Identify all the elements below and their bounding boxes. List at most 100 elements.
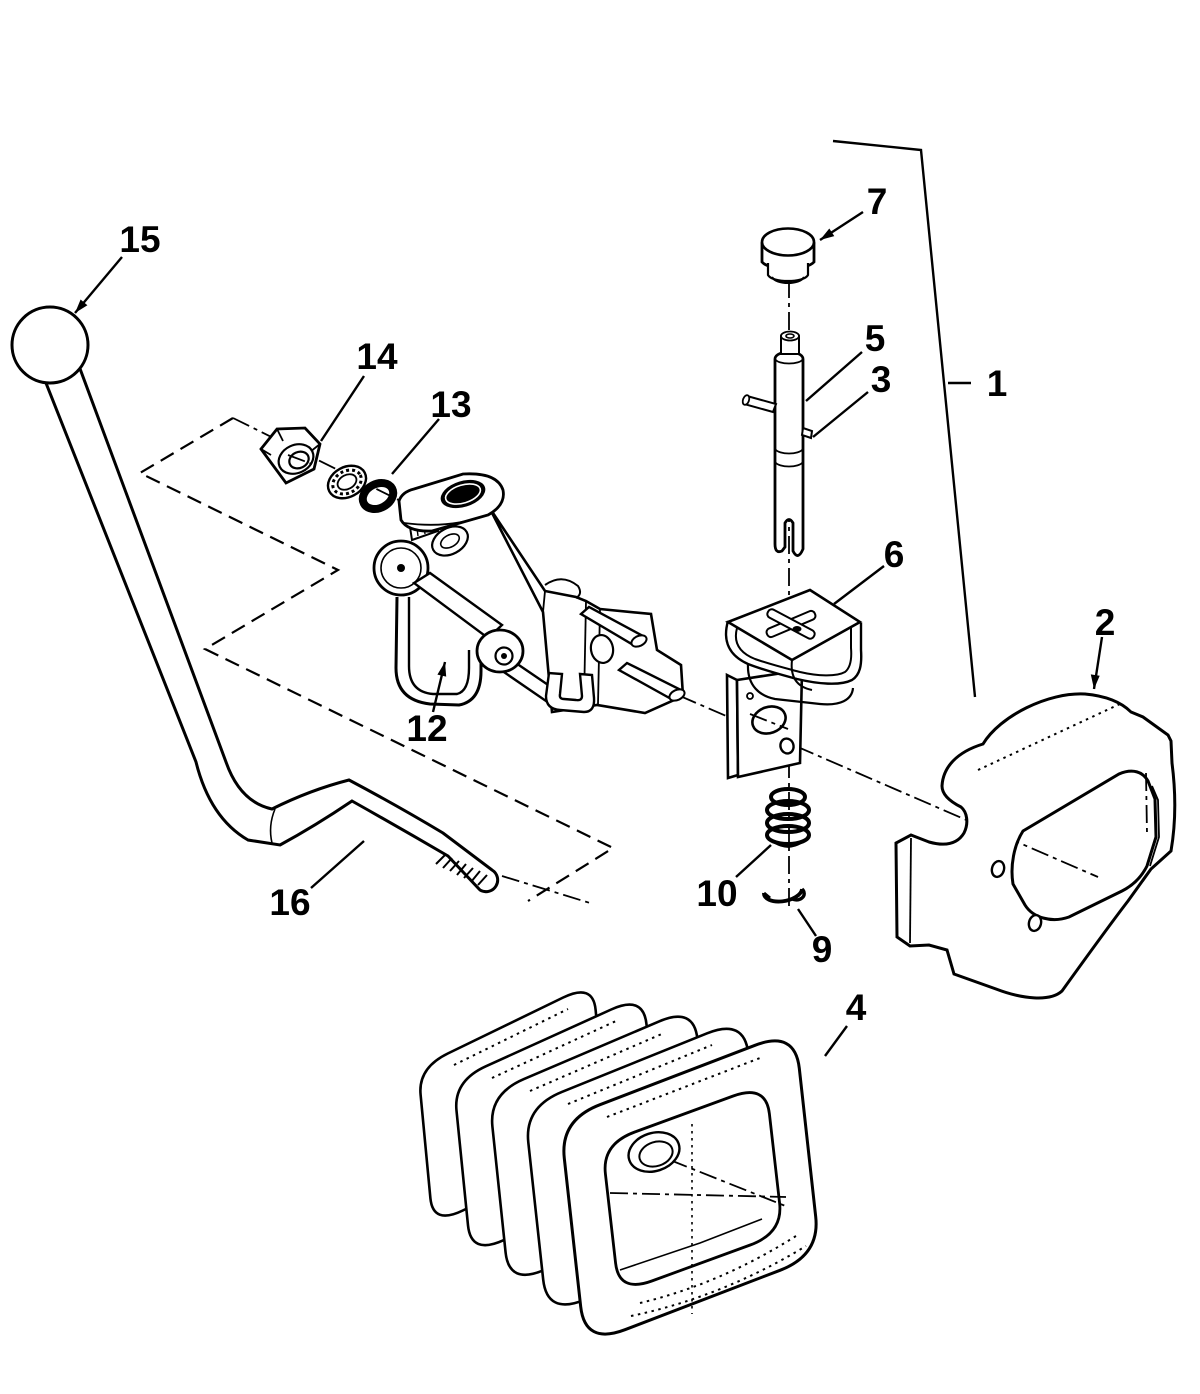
callout-label-10: 10 [696,873,737,914]
cap-skirt-step [771,276,805,284]
side-plate-bend-line [977,702,1123,771]
nut-bore-axis [287,454,313,465]
lock-washer [326,464,368,500]
o-ring [358,479,398,513]
callout-leaders [74,139,1104,1057]
side-plate-hole-upper [990,859,1006,879]
clip-nut-band-inner [735,627,853,677]
callout-label-16: 16 [269,882,310,923]
side-plate-fold-axis [1145,772,1148,835]
side-plate-body [894,692,1177,1000]
lock-clip-hook [789,887,806,902]
callout-label-14: 14 [356,336,398,377]
cross-slot-arm-2 [766,608,816,640]
spring-coil-1 [769,787,807,807]
boot-inner-shading-1 [639,1235,797,1304]
rubber-boot [419,991,818,1336]
boot-interior-diag [669,1159,789,1208]
washer-serration [331,468,363,496]
spring-tail [774,840,802,848]
anchor-bracket-hole-axis [749,713,789,730]
side-plate [894,692,1177,1000]
shaft-nub-rim [780,330,800,342]
flange-lock-nut [259,426,322,485]
callout-label-9: 9 [812,929,833,970]
callout-label-13: 13 [430,384,471,425]
leader-14 [319,375,366,442]
bracket-fold-1 [542,590,546,613]
leader-5 [805,351,863,402]
leader-6 [833,565,885,605]
anchor-bracket-dimple [746,692,754,700]
leader-10 [735,844,772,878]
callout-label-4: 4 [846,987,867,1028]
pivot-washer-center [397,564,405,572]
pin-to-plate-axis [649,682,1099,878]
leader-3 [812,391,869,438]
clevis-pin-center [501,653,507,659]
shaft-top-rim [774,358,804,365]
cross-pin-upper-end [630,634,648,648]
callout-label-12: 12 [406,708,447,749]
boot-floor-edge [619,1218,763,1271]
bracket-oval-hole [589,633,615,665]
shaft-collar-line-2 [774,461,804,468]
leader-16 [310,840,365,889]
ball-knob [10,305,90,385]
clip-nut-cross-slot [765,608,817,640]
side-plate-edge-thickness [1149,785,1160,867]
callout-label-7: 7 [867,181,888,222]
pivot-cone-inner [439,533,461,549]
bracket-u-loop-outer [394,596,483,707]
boot-inner-shading-2 [630,1245,807,1317]
lever-bend-hidden-line [269,808,276,844]
side-plate-tab-fold [909,837,912,944]
cap-top-face [760,227,816,257]
lock-clip-ring [762,888,804,904]
side-plate-hole-lower [1027,913,1043,933]
callout-label-6: 6 [884,534,905,575]
callout-label-1: 1 [987,363,1008,404]
anchor-bracket [725,668,804,780]
boot-interior-hline [609,1192,787,1198]
lock-clip-end [763,891,771,900]
spring-coil-2 [765,799,811,821]
callout-labels: 15 14 13 12 16 7 5 3 1 6 2 10 9 4 [119,181,1115,1028]
pivot-arm [411,571,504,640]
boot-back-hole-inner [638,1140,674,1168]
washer-inner [336,473,358,491]
roll-pin-left-end [741,394,751,406]
pivot-bracket-assembly [372,472,686,715]
boot-fold-1-crest [453,1008,569,1066]
pivot-washer-rim [380,547,422,589]
bracket-tab-curl [544,578,582,599]
lever-shaft [42,364,500,894]
spring-coil-3 [765,812,811,834]
shift-lever [10,305,500,894]
boot-fold-4-crest [567,1044,713,1105]
detent-spring [765,787,811,848]
lever-thread-ridges [435,854,488,886]
callout-label-2: 2 [1095,602,1116,643]
callout-label-15: 15 [119,219,160,260]
shaft-nub-bore [785,333,795,339]
shaft-collar-line-1 [774,448,804,455]
leader-13 [391,418,440,475]
cross-pin-lower-end [668,688,686,702]
spring-coil-4 [765,824,811,846]
anchor-bracket-round-hole [779,737,795,755]
clip-nut-jaw [746,663,855,706]
phantom-panel-outline [137,417,616,902]
boot-fold-2-crest [491,1020,617,1079]
bracket-u-loop-inner [407,597,471,696]
cap-skirt [766,263,810,283]
leader-9 [797,908,817,937]
pivot-cone-washer [431,525,469,557]
callout-label-5: 5 [865,318,886,359]
arrowhead-12 [437,662,447,677]
lug-pad [440,479,486,509]
roll-pin-right-tip [800,426,814,440]
arrowhead-15 [75,299,88,313]
